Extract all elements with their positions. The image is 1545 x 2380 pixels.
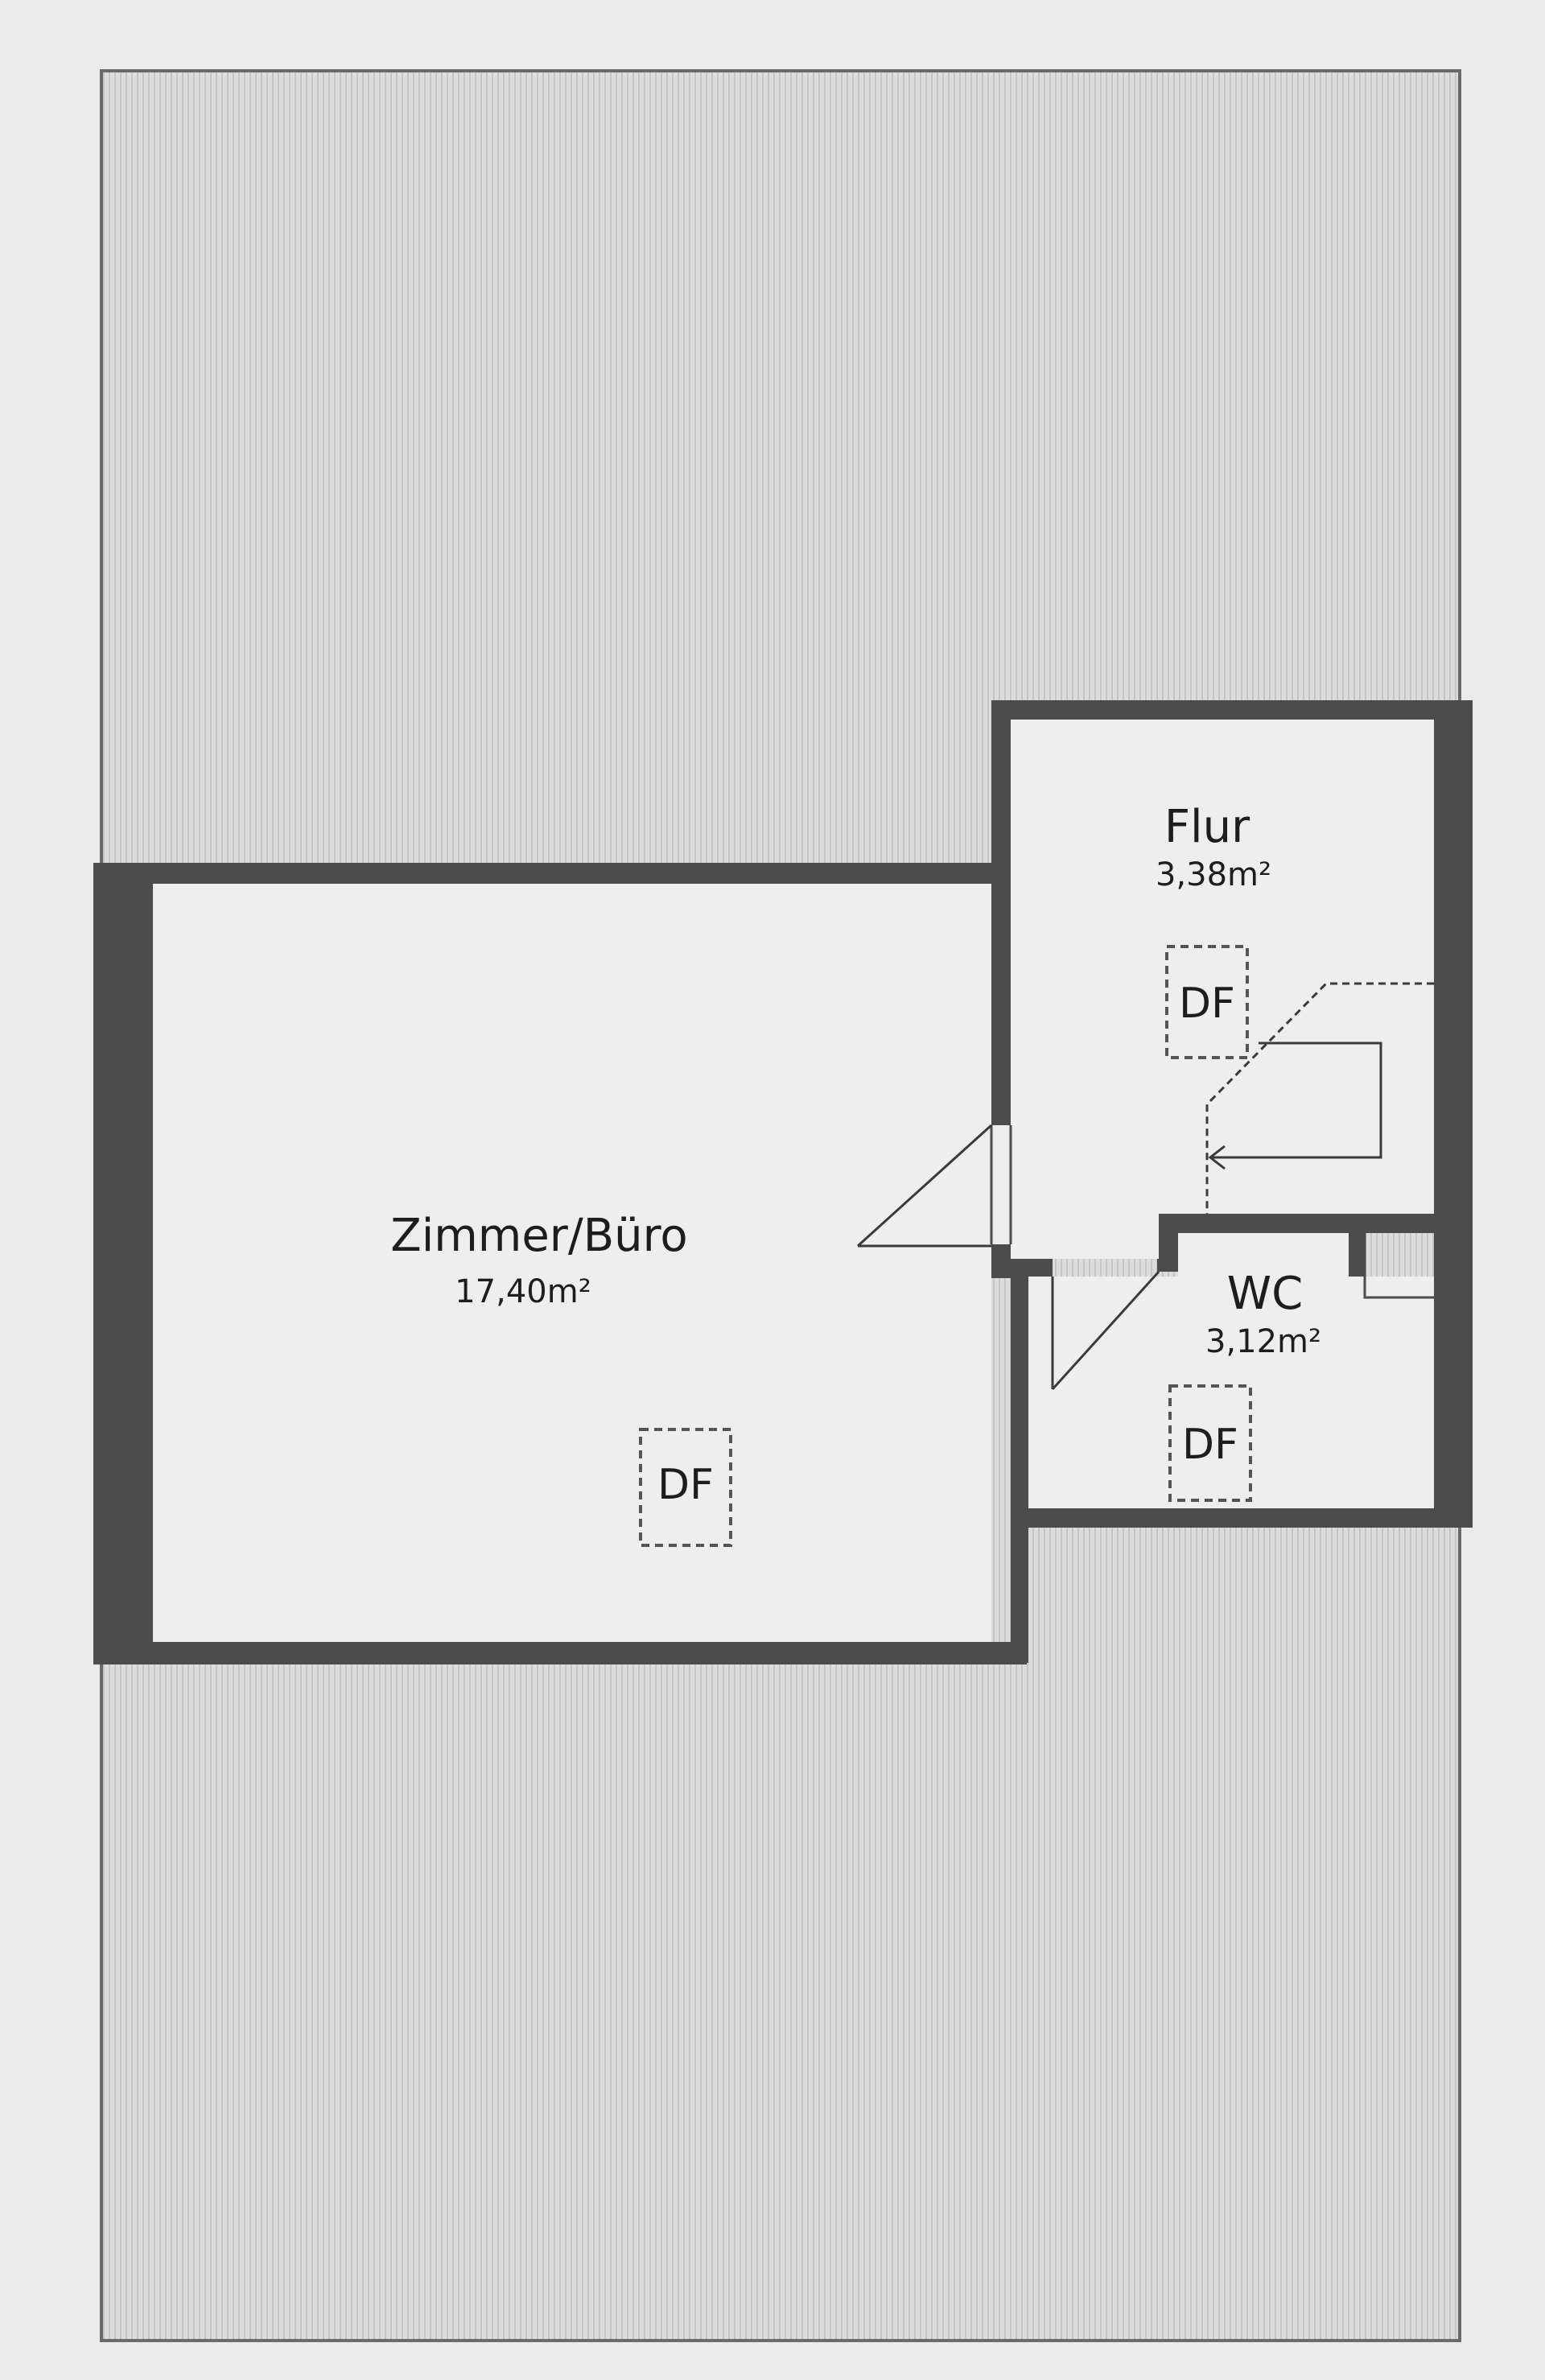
room-name-flur: Flur xyxy=(1164,801,1250,853)
floor-zimmer-ext xyxy=(991,1125,1011,1244)
wall-zimmer-bottom xyxy=(93,1642,1027,1664)
room-name-wc: WC xyxy=(1227,1268,1303,1320)
skylights: DF DF DF xyxy=(639,945,1252,1547)
skylight-flur: DF xyxy=(1165,945,1249,1059)
floor-wc xyxy=(1028,1277,1434,1508)
room-name-zimmer: Zimmer/Büro xyxy=(390,1210,687,1262)
wall-zimmer-top xyxy=(93,863,993,884)
stair-arrow-line xyxy=(1210,1042,1382,1159)
wall-door-stub-right xyxy=(1011,1259,1053,1277)
floor-flur-lower xyxy=(1011,1214,1159,1259)
room-area-wc: 3,12m² xyxy=(1205,1323,1321,1360)
wall-zimmer-right-lower xyxy=(1011,1267,1028,1663)
skylight-zimmer-box xyxy=(639,1428,732,1547)
room-area-zimmer: 17,40m² xyxy=(455,1273,591,1310)
skylight-flur-label: DF xyxy=(1179,980,1235,1028)
door-zimmer-leaf xyxy=(856,1124,993,1248)
skylight-wc-label: DF xyxy=(1182,1421,1238,1469)
room-labels: Zimmer/Büro 17,40m² Flur 3,38m² WC 3,12m… xyxy=(390,801,1321,1360)
door-wc-leaf xyxy=(1051,1270,1160,1391)
room-floors xyxy=(153,720,1434,1642)
wall-flur-left-upper xyxy=(991,700,1011,1125)
floor-flur xyxy=(1011,720,1434,1214)
wall-zimmer-left xyxy=(93,863,153,1661)
stair-arrow-head xyxy=(1208,1145,1226,1170)
wall-wc-door-jamb xyxy=(1157,1252,1178,1272)
skylight-zimmer-label: DF xyxy=(657,1461,714,1509)
wall-flur-top xyxy=(991,700,1466,720)
room-area-flur: 3,38m² xyxy=(1156,856,1271,893)
wall-flur-wc xyxy=(1180,1214,1445,1233)
room-outlines xyxy=(990,1125,1439,1299)
door-swings xyxy=(856,1124,1160,1391)
skylight-zimmer: DF xyxy=(639,1428,732,1547)
wall-door-stub-step xyxy=(991,1244,1012,1270)
skylight-wc-box xyxy=(1168,1384,1252,1502)
wall-right xyxy=(1434,700,1473,1521)
walls xyxy=(93,700,1473,1664)
skylight-wc: DF xyxy=(1168,1384,1252,1502)
stair-outline xyxy=(1205,982,1434,1214)
floor-zimmer xyxy=(153,884,991,1642)
floor-wc-upper xyxy=(1178,1233,1349,1277)
staircase xyxy=(1205,982,1434,1214)
wall-wc-bottom xyxy=(1027,1508,1473,1528)
